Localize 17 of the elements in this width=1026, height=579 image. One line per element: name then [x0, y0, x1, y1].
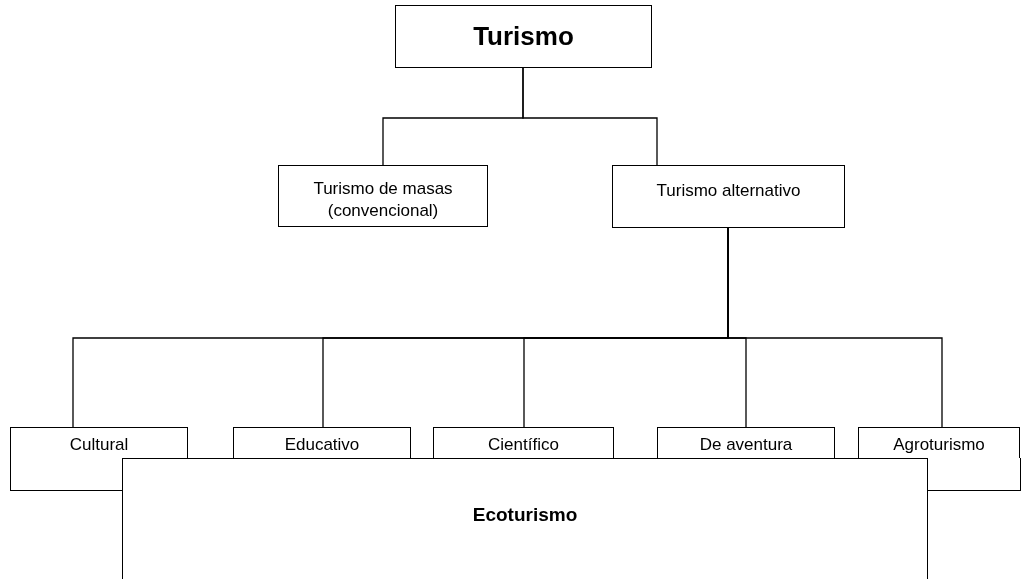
box — [395, 5, 652, 68]
box-label: Turismo — [472, 20, 575, 53]
box — [122, 458, 928, 579]
box-label: Agroturismo — [892, 434, 986, 456]
box-label: Científico — [487, 434, 560, 456]
connector-line — [522, 67, 658, 166]
box — [657, 427, 835, 458]
box — [433, 427, 614, 458]
box — [278, 165, 488, 227]
box — [612, 165, 845, 228]
box-label: Educativo — [283, 434, 361, 456]
box-label: Turismo de masas (convencional) — [312, 178, 454, 222]
box — [233, 427, 411, 458]
box-label: Cultural — [68, 434, 130, 456]
box-label: De aventura — [698, 434, 794, 456]
box-label: Ecoturismo — [471, 503, 579, 527]
box-label: Turismo alternativo — [655, 180, 802, 202]
